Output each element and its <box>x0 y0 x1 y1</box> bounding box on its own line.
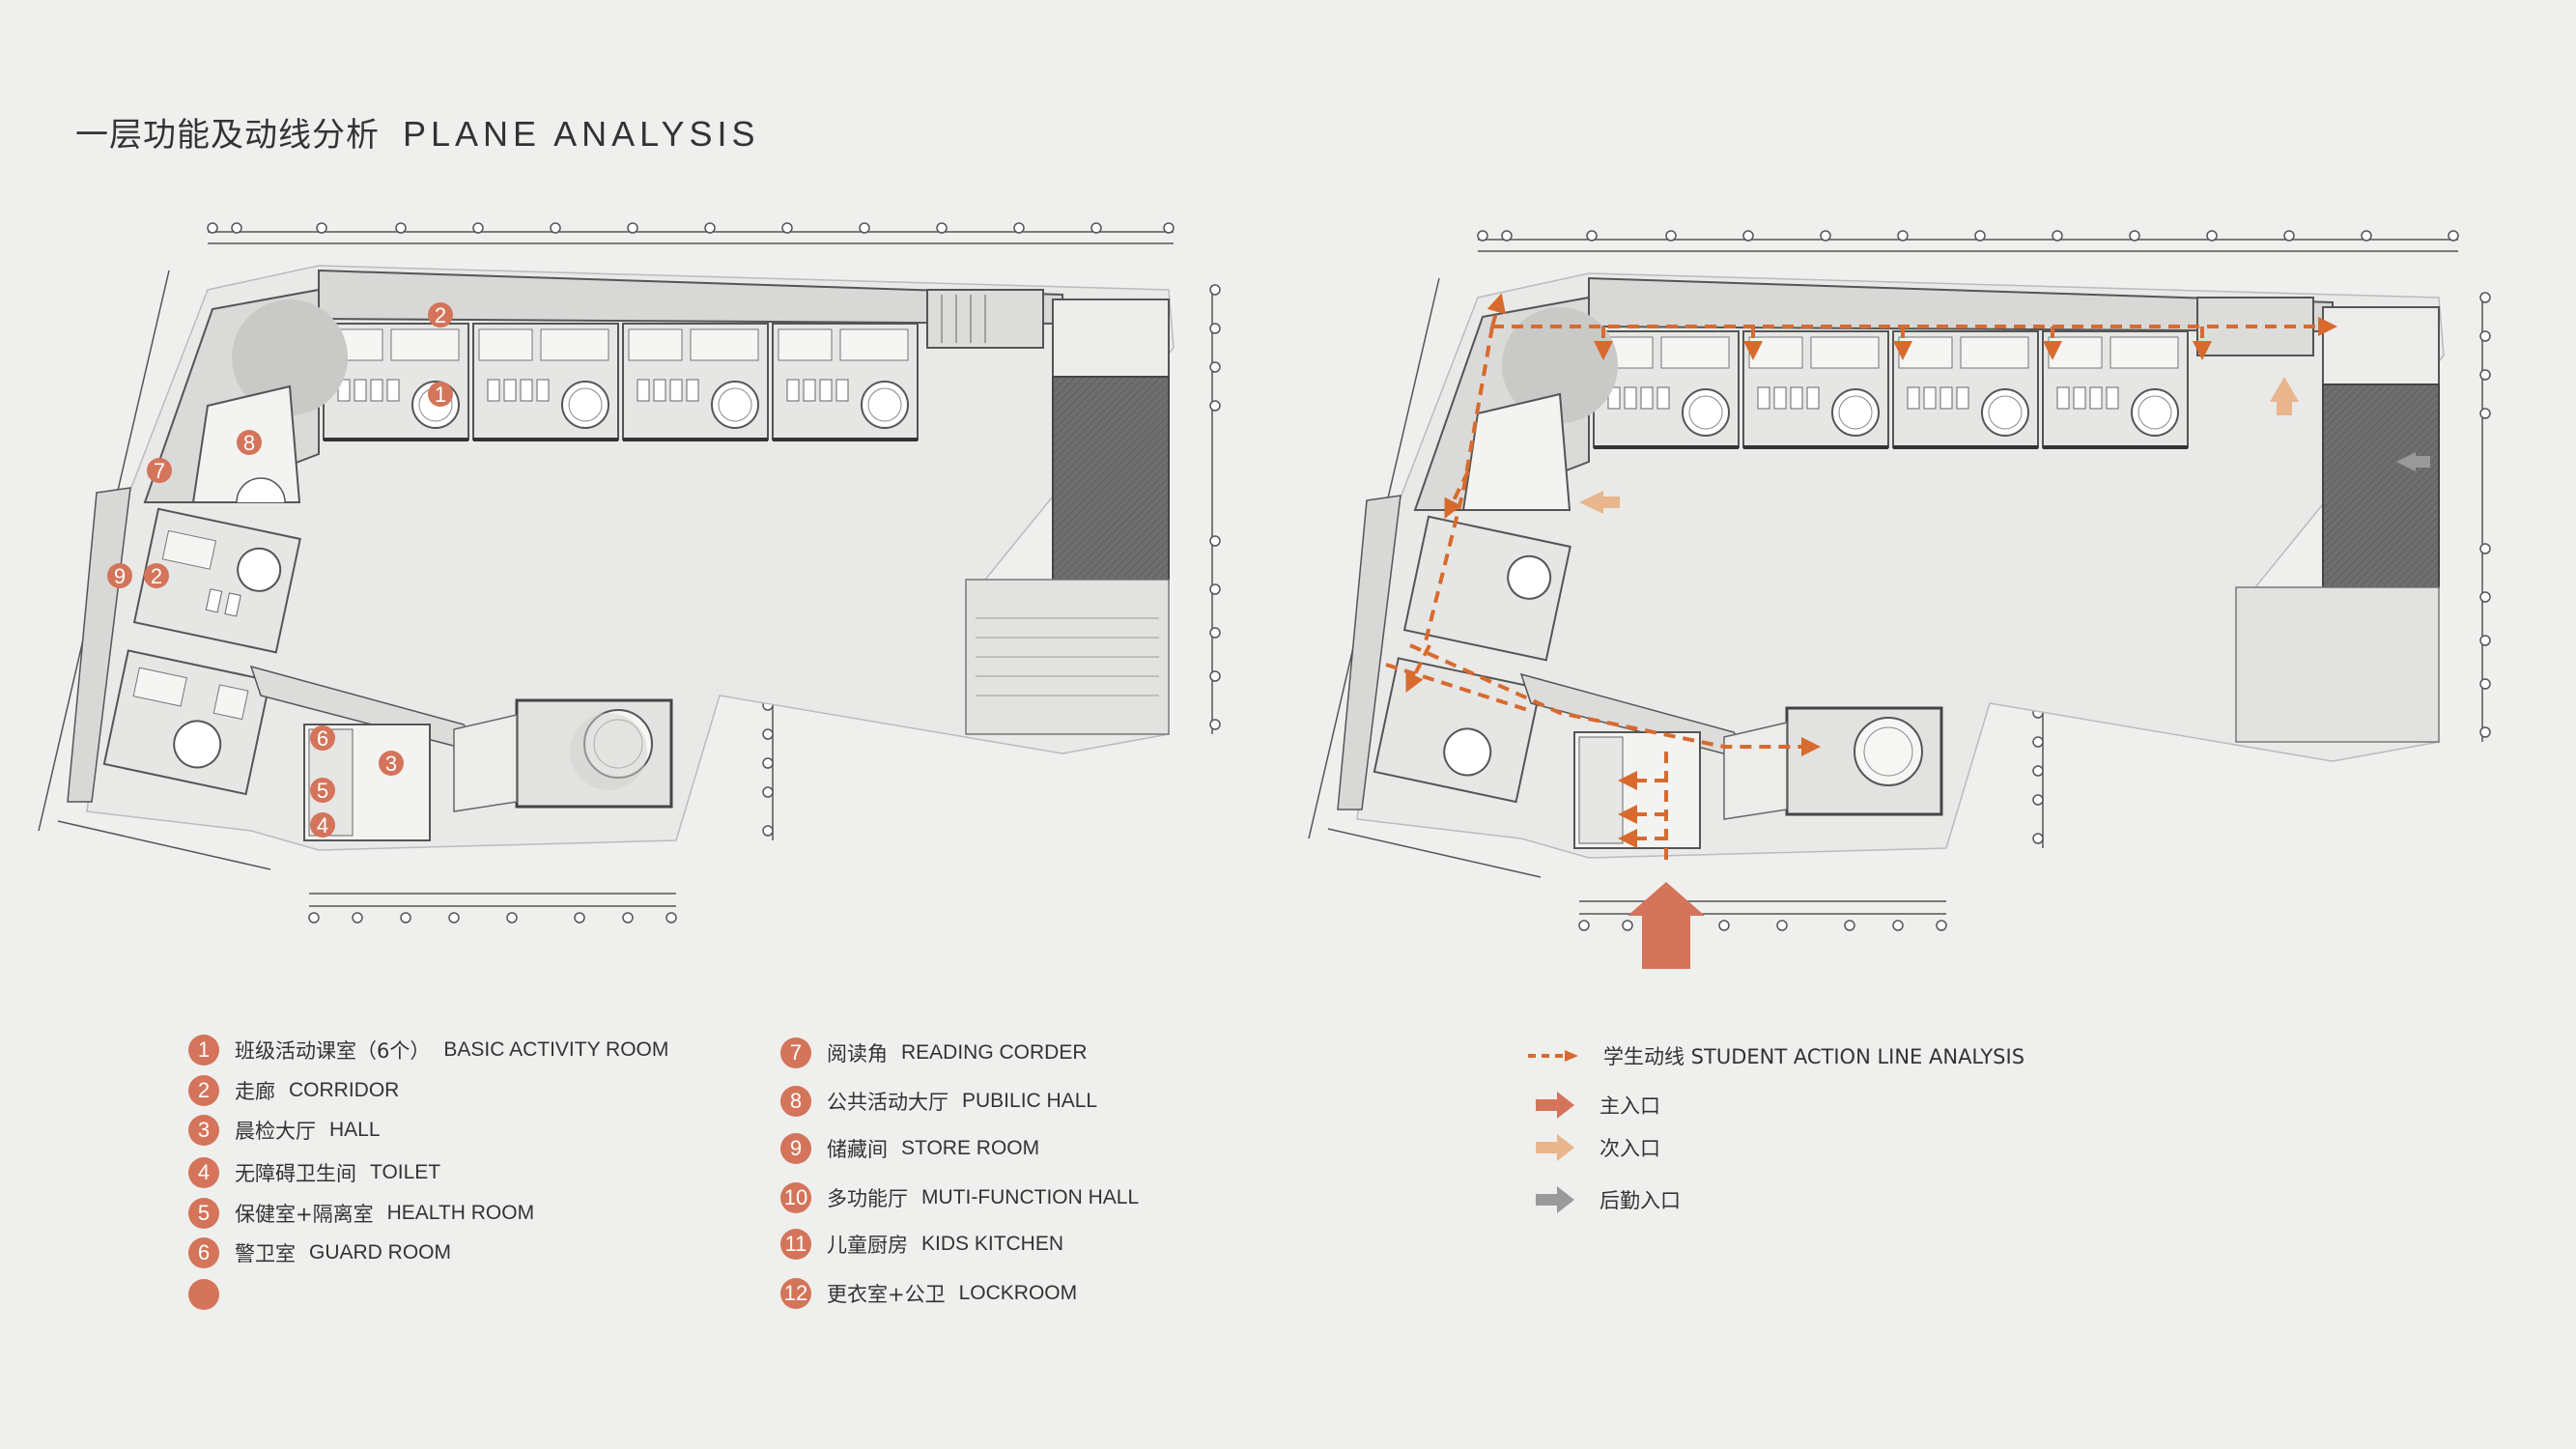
legend-badge: 5 <box>188 1198 219 1229</box>
flow-label: 后勤入口 <box>1599 1189 1681 1212</box>
legend-zh: 班级活动课室（6个） <box>235 1039 431 1063</box>
legend-en: HALL <box>329 1119 381 1141</box>
legend-zh: 储藏间 <box>827 1138 888 1161</box>
service-entry-arrow-icon <box>1536 1186 1574 1213</box>
secondary-entry-arrow-icon <box>1579 377 2299 514</box>
legend-zh: 警卫室 <box>235 1242 296 1265</box>
legend-en: CORRIDOR <box>289 1079 400 1101</box>
legend-badge: 6 <box>188 1237 219 1268</box>
flow-legend-student-line: 学生动线 STUDENT ACTION LINE ANALYSIS <box>1526 1041 2024 1070</box>
legend-item-empty <box>188 1279 235 1310</box>
svg-text:3: 3 <box>385 752 397 776</box>
svg-text:6: 6 <box>317 726 328 751</box>
legend-zh: 更衣室+公卫 <box>827 1283 946 1306</box>
legend-item-3: 3 晨检大厅 HALL <box>188 1115 381 1146</box>
legend-badge: 2 <box>188 1075 219 1106</box>
left-floor-plan: 2 1 8 7 9 2 6 3 5 4 <box>38 222 1221 923</box>
legend-zh: 无障碍卫生间 <box>235 1162 356 1185</box>
legend-badge: 3 <box>188 1115 219 1146</box>
svg-text:2: 2 <box>151 564 162 588</box>
plan-label-8: 8 <box>237 430 262 455</box>
legend-en: KIDS KITCHEN <box>921 1233 1064 1255</box>
legend-badge: 9 <box>780 1133 811 1164</box>
legend-zh: 儿童厨房 <box>827 1234 908 1257</box>
legend-en: HEALTH ROOM <box>386 1202 535 1224</box>
legend-item-7: 7 阅读角 READING CORDER <box>780 1037 1088 1068</box>
dashed-arrow-icon <box>1528 1050 1578 1062</box>
flow-label: 主入口 <box>1599 1094 1660 1118</box>
main-entry-arrow-icon <box>1536 1092 1574 1119</box>
legend-badge <box>188 1279 219 1310</box>
legend-en: LOCKROOM <box>958 1282 1078 1304</box>
plan-label-4: 4 <box>310 812 335 838</box>
page-title: 一层功能及动线分析 PLANE ANALYSIS <box>75 108 759 156</box>
flow-legend-main-entry: 主入口 <box>1534 1090 1660 1121</box>
plan-label-1: 1 <box>428 382 453 407</box>
legend-item-2: 2 走廊 CORRIDOR <box>188 1075 399 1106</box>
service-entry-arrow-icon <box>2396 452 2430 471</box>
plan-label-3: 3 <box>379 751 404 776</box>
svg-text:8: 8 <box>243 431 255 455</box>
legend-item-8: 8 公共活动大厅 PUBILIC HALL <box>780 1086 1097 1117</box>
legend-item-1: 1 班级活动课室（6个） BASIC ACTIVITY ROOM <box>188 1035 668 1065</box>
svg-text:1: 1 <box>435 383 446 407</box>
secondary-entry-arrow-icon <box>1536 1134 1574 1161</box>
plan-label-6: 6 <box>310 725 335 751</box>
legend-en: STORE ROOM <box>901 1137 1040 1159</box>
legend-en: BASIC ACTIVITY ROOM <box>443 1038 669 1061</box>
legend-badge: 7 <box>780 1037 811 1068</box>
flow-label: 学生动线 STUDENT ACTION LINE ANALYSIS <box>1603 1045 2025 1068</box>
legend-zh: 阅读角 <box>827 1042 888 1065</box>
legend-en: TOILET <box>370 1161 441 1183</box>
legend-item-10: 10 多功能厅 MUTI-FUNCTION HALL <box>780 1182 1139 1213</box>
legend-en: READING CORDER <box>901 1041 1088 1064</box>
legend-badge: 10 <box>780 1182 811 1213</box>
title-zh: 一层功能及动线分析 <box>75 116 380 155</box>
legend-en: MUTI-FUNCTION HALL <box>921 1186 1140 1208</box>
plan-label-5: 5 <box>310 778 335 803</box>
plan-label-2-top: 2 <box>428 302 453 327</box>
legend-badge: 8 <box>780 1086 811 1117</box>
flow-label: 次入口 <box>1599 1137 1660 1160</box>
legend-item-6: 6 警卫室 GUARD ROOM <box>188 1237 451 1268</box>
legend-badge: 1 <box>188 1035 219 1065</box>
svg-text:9: 9 <box>114 564 126 588</box>
legend-item-12: 12 更衣室+公卫 LOCKROOM <box>780 1278 1077 1309</box>
legend-item-11: 11 儿童厨房 KIDS KITCHEN <box>780 1229 1063 1260</box>
svg-text:7: 7 <box>154 459 165 483</box>
svg-text:5: 5 <box>317 779 328 803</box>
legend-zh: 晨检大厅 <box>235 1120 316 1143</box>
legend-item-5: 5 保健室+隔离室 HEALTH ROOM <box>188 1198 534 1229</box>
legend-zh: 保健室+隔离室 <box>235 1203 374 1226</box>
legend-en: PUBILIC HALL <box>962 1090 1098 1112</box>
legend-badge: 12 <box>780 1278 811 1309</box>
title-en: PLANE ANALYSIS <box>403 114 760 154</box>
right-floor-plan <box>1308 230 2491 969</box>
legend-badge: 4 <box>188 1157 219 1188</box>
plan-label-2-west: 2 <box>144 563 169 588</box>
legend-item-9: 9 储藏间 STORE ROOM <box>780 1133 1039 1164</box>
plan-label-9: 9 <box>107 563 132 588</box>
svg-text:2: 2 <box>435 303 446 327</box>
svg-text:4: 4 <box>317 813 328 838</box>
legend-zh: 公共活动大厅 <box>827 1091 948 1114</box>
plan-label-7: 7 <box>147 458 172 483</box>
main-entry-arrow-icon <box>1628 882 1705 969</box>
legend-badge: 11 <box>780 1229 811 1260</box>
legend-zh: 走廊 <box>235 1080 275 1103</box>
legend-zh: 多功能厅 <box>827 1187 908 1210</box>
flow-legend-secondary-entry: 次入口 <box>1534 1132 1660 1163</box>
legend-en: GUARD ROOM <box>309 1241 451 1264</box>
flow-legend-service-entry: 后勤入口 <box>1534 1184 1681 1215</box>
student-flow-lines <box>1385 293 2337 863</box>
legend-item-4: 4 无障碍卫生间 TOILET <box>188 1157 440 1188</box>
